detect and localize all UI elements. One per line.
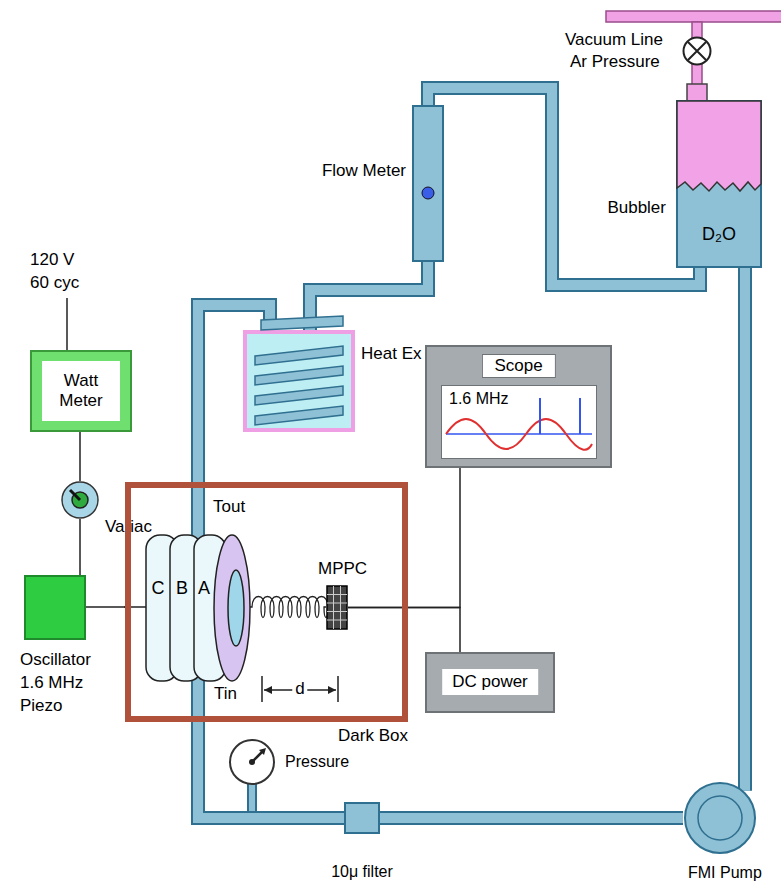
- drawing-shape: [259, 748, 266, 755]
- pump: FMI Pump: [683, 781, 757, 855]
- drawing-shape: [326, 585, 348, 630]
- power-wire: [79, 519, 81, 575]
- drawing-shape: [692, 63, 702, 86]
- drawing-shape: [698, 796, 742, 840]
- dark-box: Dark BoxMPPC: [125, 482, 408, 722]
- flow-meter: Flow Meter: [412, 105, 444, 262]
- pipe-wall: [380, 811, 683, 825]
- drawing-shape: [412, 105, 444, 262]
- drawing-shape: [249, 784, 255, 812]
- power-wire: [80, 432, 81, 481]
- piezo-oscillator: Oscillator 1.6 MHz Piezo: [24, 575, 86, 640]
- drawing-shape: [255, 366, 343, 385]
- drawing-shape: [261, 316, 343, 330]
- bubbler-label: Bubbler: [607, 198, 666, 218]
- voltage-label: 120 V: [30, 250, 74, 270]
- dc-power-label: DC power: [442, 669, 538, 695]
- drawing-shape: [685, 783, 755, 853]
- bubbler: BubblerD₂O: [676, 100, 762, 268]
- drawing-shape: [446, 419, 592, 450]
- power-wire: [79, 432, 81, 481]
- watt-meter-label: Watt Meter: [42, 361, 120, 421]
- sonoluminescence-cell: [146, 535, 250, 681]
- distance-dimension: [262, 676, 338, 702]
- drawing-shape: [228, 570, 244, 646]
- filter-label: 10μ filter: [331, 862, 393, 881]
- drawing-shape: [446, 433, 592, 435]
- drawing-shape: [255, 386, 343, 405]
- dark-box-label: Dark Box: [338, 726, 408, 746]
- drawing-shape: [677, 101, 761, 191]
- variac: Variac: [61, 481, 99, 519]
- frequency-label: 1.6 MHz: [449, 389, 509, 408]
- drawing-shape: [606, 11, 781, 22]
- pressure-label: Pressure: [285, 752, 349, 771]
- power-wire: [80, 519, 81, 575]
- drawing-shape: [327, 586, 347, 629]
- scope-screen: 1.6 MHz: [441, 385, 597, 459]
- pipe: [380, 818, 683, 819]
- pipe-bore: [428, 88, 700, 285]
- flow-meter-label: Flow Meter: [322, 161, 406, 181]
- drawing-shape: [688, 42, 706, 60]
- drawing-shape: [540, 398, 580, 434]
- drawing-shape: [677, 101, 761, 267]
- drawing-shape: [228, 738, 276, 786]
- mains-wire: [66, 298, 68, 350]
- pipe-wall: [428, 88, 700, 285]
- mppc-label: MPPC: [318, 559, 367, 579]
- drawing-shape: [687, 84, 707, 102]
- temperature-label: Tout: [213, 497, 245, 517]
- filter: 10μ filter: [344, 802, 380, 834]
- temperature-label: Tin: [214, 684, 237, 704]
- dimension-label: d: [292, 679, 307, 699]
- pipe: [745, 268, 746, 791]
- mppc-detector: MPPC: [326, 585, 348, 630]
- drawing-shape: [70, 490, 80, 500]
- drawing-shape: [255, 346, 343, 365]
- pipe-bore: [380, 813, 683, 823]
- drawing-shape: [327, 586, 347, 629]
- gauge-stem: [252, 784, 253, 812]
- disc-label: A: [198, 578, 210, 600]
- pipe-bore: [740, 268, 750, 791]
- gas-label: Ar Pressure: [570, 52, 660, 72]
- drawing-shape: [214, 535, 250, 681]
- drawing-shape: [247, 784, 257, 812]
- disc-label: B: [176, 578, 188, 600]
- drawing-shape: [62, 482, 98, 518]
- spring: [250, 597, 328, 618]
- pressure-gauge: Pressure: [228, 738, 276, 786]
- drawing-shape: [262, 676, 338, 702]
- heat-exchanger-label: Heat Ex: [361, 344, 421, 364]
- drawing-shape: [684, 38, 711, 65]
- disc-label: C: [152, 578, 165, 600]
- drawing-shape: [255, 406, 343, 425]
- pump-label: FMI Pump: [688, 863, 762, 882]
- drawing-shape: [230, 740, 274, 784]
- power-wire: [86, 606, 125, 608]
- dc-power: DC power: [425, 652, 555, 713]
- drawing-shape: [683, 781, 757, 855]
- drawing-shape: [422, 187, 434, 199]
- watt-meter: Watt Meter: [30, 350, 132, 432]
- vacuum-line-label: Vacuum Line: [565, 30, 663, 50]
- heat-exchanger: Heat Ex: [243, 330, 355, 432]
- drawing-shape: [61, 481, 99, 519]
- pipe: [428, 88, 700, 285]
- pipe-wall: [738, 268, 752, 791]
- drawing-shape: [692, 22, 702, 39]
- bubbler-content: D₂O: [676, 224, 762, 246]
- drawing-shape: [413, 106, 443, 261]
- scope-title: Scope: [481, 354, 555, 378]
- power-wire: [86, 607, 125, 608]
- frequency-label: 60 cyc: [30, 273, 79, 293]
- drawing-shape: [249, 759, 255, 765]
- oscillator-label: Oscillator 1.6 MHz Piezo: [20, 648, 112, 717]
- drawing-shape: [243, 316, 355, 436]
- oscilloscope: Scope 1.6 MHz: [425, 345, 612, 468]
